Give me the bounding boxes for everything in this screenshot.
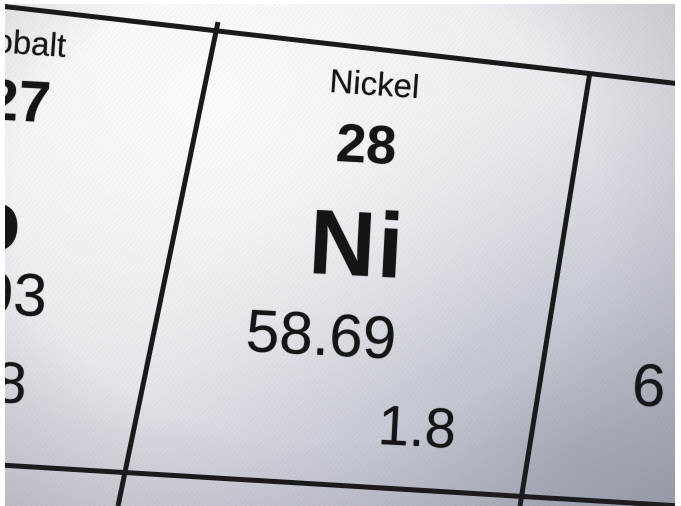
cobalt-name: obalt — [0, 22, 68, 64]
grid-line-right-cell — [517, 71, 593, 506]
cobalt-atomic-mass: 93 — [0, 258, 49, 330]
grid-line-left-cell — [115, 21, 221, 506]
nickel-atomic-mass: 58.69 — [244, 296, 398, 372]
grid-line-bottom — [0, 462, 681, 506]
nickel-atomic-number: 28 — [334, 112, 398, 177]
nickel-name: Nickel — [328, 62, 421, 106]
cobalt-atomic-number: 27 — [0, 66, 53, 136]
grid-line-top — [0, 3, 681, 87]
cobalt-electronegativity: .8 — [0, 348, 29, 417]
nickel-symbol: Ni — [306, 190, 408, 298]
nickel-electronegativity: 1.8 — [376, 392, 458, 460]
right-cell-fragment: 6 — [630, 350, 668, 420]
